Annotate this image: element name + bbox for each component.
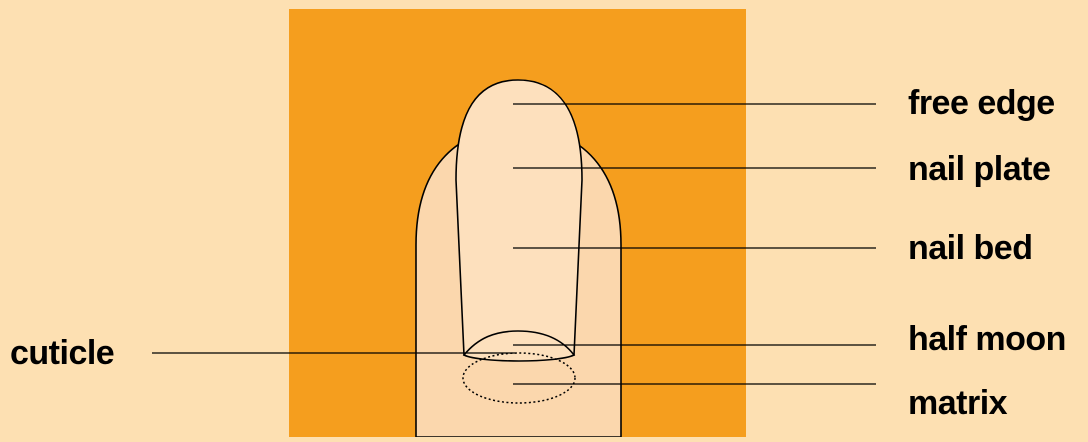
label-cuticle: cuticle: [10, 334, 115, 372]
label-nail-bed: nail bed: [908, 229, 1033, 267]
nail-plate: [455, 79, 583, 356]
matrix-outline: [462, 352, 576, 404]
label-free-edge: free edge: [908, 84, 1055, 122]
label-nail-plate: nail plate: [908, 150, 1051, 188]
label-matrix: matrix: [908, 384, 1008, 422]
label-half-moon: half moon: [908, 320, 1066, 358]
